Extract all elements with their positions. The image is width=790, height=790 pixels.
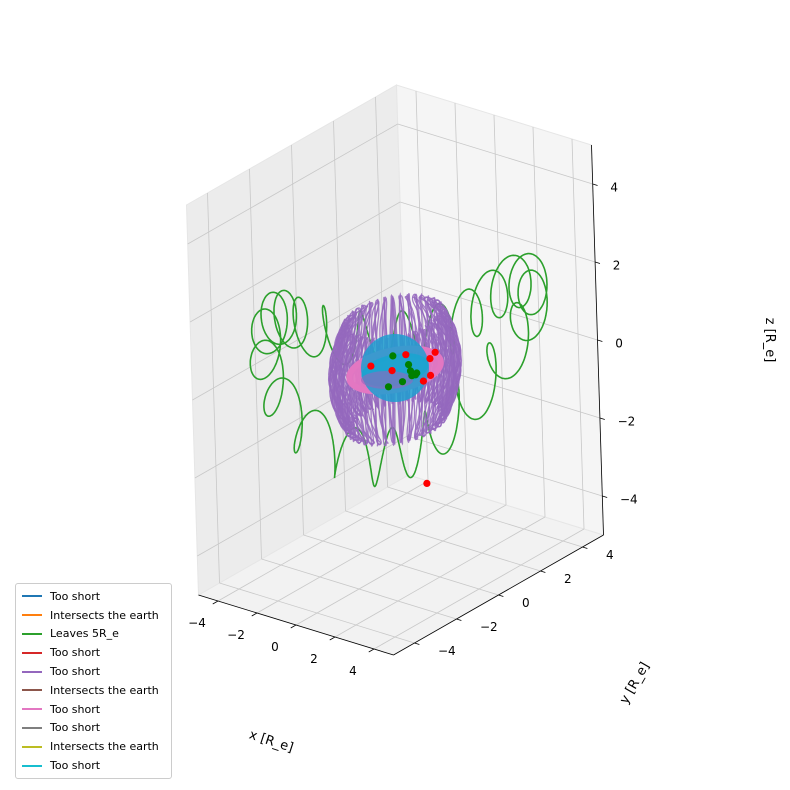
- grid-line: [397, 123, 593, 185]
- grid-line: [571, 138, 585, 530]
- y-tick-label: 4: [606, 548, 614, 562]
- z-tick-mark: [594, 261, 601, 264]
- end-point: [404, 361, 413, 369]
- legend-label: Too short: [50, 759, 101, 773]
- axis-grid: [187, 90, 603, 650]
- legend-entry: Intersects the earth: [16, 606, 171, 625]
- y-tick-mark: [498, 594, 504, 597]
- start-point: [426, 355, 434, 363]
- grid-line: [387, 486, 583, 548]
- x-tick-mark: [251, 612, 258, 617]
- legend-entry: Too short: [16, 756, 171, 775]
- start-point: [388, 367, 396, 375]
- start-point: [367, 362, 375, 370]
- grid-line: [402, 279, 598, 341]
- drift-shell-line: [329, 292, 462, 447]
- legend-label: Too short: [50, 646, 101, 660]
- legend-label: Leaves 5R_e: [50, 627, 119, 641]
- legend-entry: Intersects the earth: [16, 737, 171, 756]
- grid-line: [399, 201, 596, 263]
- grid-line: [532, 126, 546, 518]
- z-tick-mark: [597, 339, 603, 342]
- legend-label: Too short: [50, 589, 101, 603]
- start-point: [419, 377, 428, 385]
- end-point: [389, 352, 397, 360]
- legend-swatch: [22, 689, 42, 692]
- legend-entry: Too short: [16, 587, 171, 606]
- x-tick-label: 2: [310, 652, 318, 666]
- legend-swatch: [22, 670, 42, 673]
- legend-swatch: [22, 708, 42, 711]
- start-point: [402, 351, 410, 359]
- end-point: [384, 383, 393, 391]
- legend-entry: Leaves 5R_e: [16, 625, 171, 644]
- z-tick-label: 4: [610, 181, 618, 195]
- x-tick-mark: [368, 648, 375, 653]
- x-tick-mark: [212, 600, 219, 605]
- z-tick-label: −4: [620, 493, 638, 507]
- z-tick-mark: [602, 495, 608, 498]
- x-axis-label: x [R_e]: [247, 728, 295, 756]
- grid-line: [189, 201, 401, 323]
- grid-line: [303, 534, 499, 596]
- y-tick-label: 2: [564, 572, 572, 586]
- x-tick-label: −2: [227, 628, 245, 642]
- legend-swatch: [22, 614, 42, 617]
- x-tick-mark: [329, 636, 336, 641]
- legend-swatch: [22, 764, 42, 767]
- start-point: [426, 371, 435, 379]
- legend-entry: Too short: [16, 719, 171, 738]
- grid-line: [187, 123, 398, 245]
- grid-line: [373, 528, 585, 650]
- legend-label: Too short: [50, 721, 101, 735]
- grid-line: [334, 516, 546, 638]
- y-tick-mark: [540, 570, 546, 573]
- y-tick-mark: [414, 642, 420, 645]
- legend-swatch: [22, 726, 42, 729]
- z-tick-label: −2: [618, 415, 636, 429]
- end-point: [406, 367, 415, 375]
- legend-swatch: [22, 595, 42, 598]
- y-tick-label: −4: [438, 644, 456, 658]
- legend-label: Too short: [50, 665, 101, 679]
- inner-purple-loop: [361, 371, 413, 389]
- x-tick-label: 4: [349, 664, 357, 678]
- legend-entry: Intersects the earth: [16, 681, 171, 700]
- grid-line: [333, 120, 346, 512]
- legend-entry: Too short: [16, 662, 171, 681]
- axis-ticks: −4 −4 −4 −2 −2 −2 0 0 0 2 2 2 4 4 4: [188, 144, 638, 678]
- x-tick-label: 0: [271, 640, 279, 654]
- legend-label: Too short: [50, 702, 101, 716]
- y-tick-label: −2: [480, 620, 498, 634]
- legend-entry: Too short: [16, 643, 171, 662]
- z-tick-label: 2: [613, 259, 621, 273]
- legend-entry: Too short: [16, 700, 171, 719]
- trajectory-points: [367, 348, 439, 487]
- legend-label: Intersects the earth: [50, 608, 159, 622]
- z-tick-mark: [592, 183, 598, 186]
- legend-swatch: [22, 745, 42, 748]
- y-tick-mark: [456, 618, 462, 621]
- z-tick-label: 0: [615, 337, 623, 351]
- end-point: [398, 378, 407, 386]
- y-tick-mark: [582, 546, 588, 549]
- legend-swatch: [22, 651, 42, 654]
- grid-line: [192, 279, 403, 401]
- x-tick-mark: [290, 624, 297, 629]
- grid-line: [345, 510, 541, 572]
- x-tick-label: −4: [188, 616, 206, 630]
- z-axis-label: z [R_e]: [762, 318, 777, 363]
- start-point: [431, 348, 439, 356]
- z-tick-mark: [599, 417, 605, 420]
- y-axis-label: y [R_e]: [617, 660, 653, 707]
- legend-label: Intersects the earth: [50, 740, 159, 754]
- legend-swatch: [22, 632, 42, 635]
- y-tick-label: 0: [522, 596, 530, 610]
- start-point: [423, 479, 431, 487]
- legend-label: Intersects the earth: [50, 683, 159, 697]
